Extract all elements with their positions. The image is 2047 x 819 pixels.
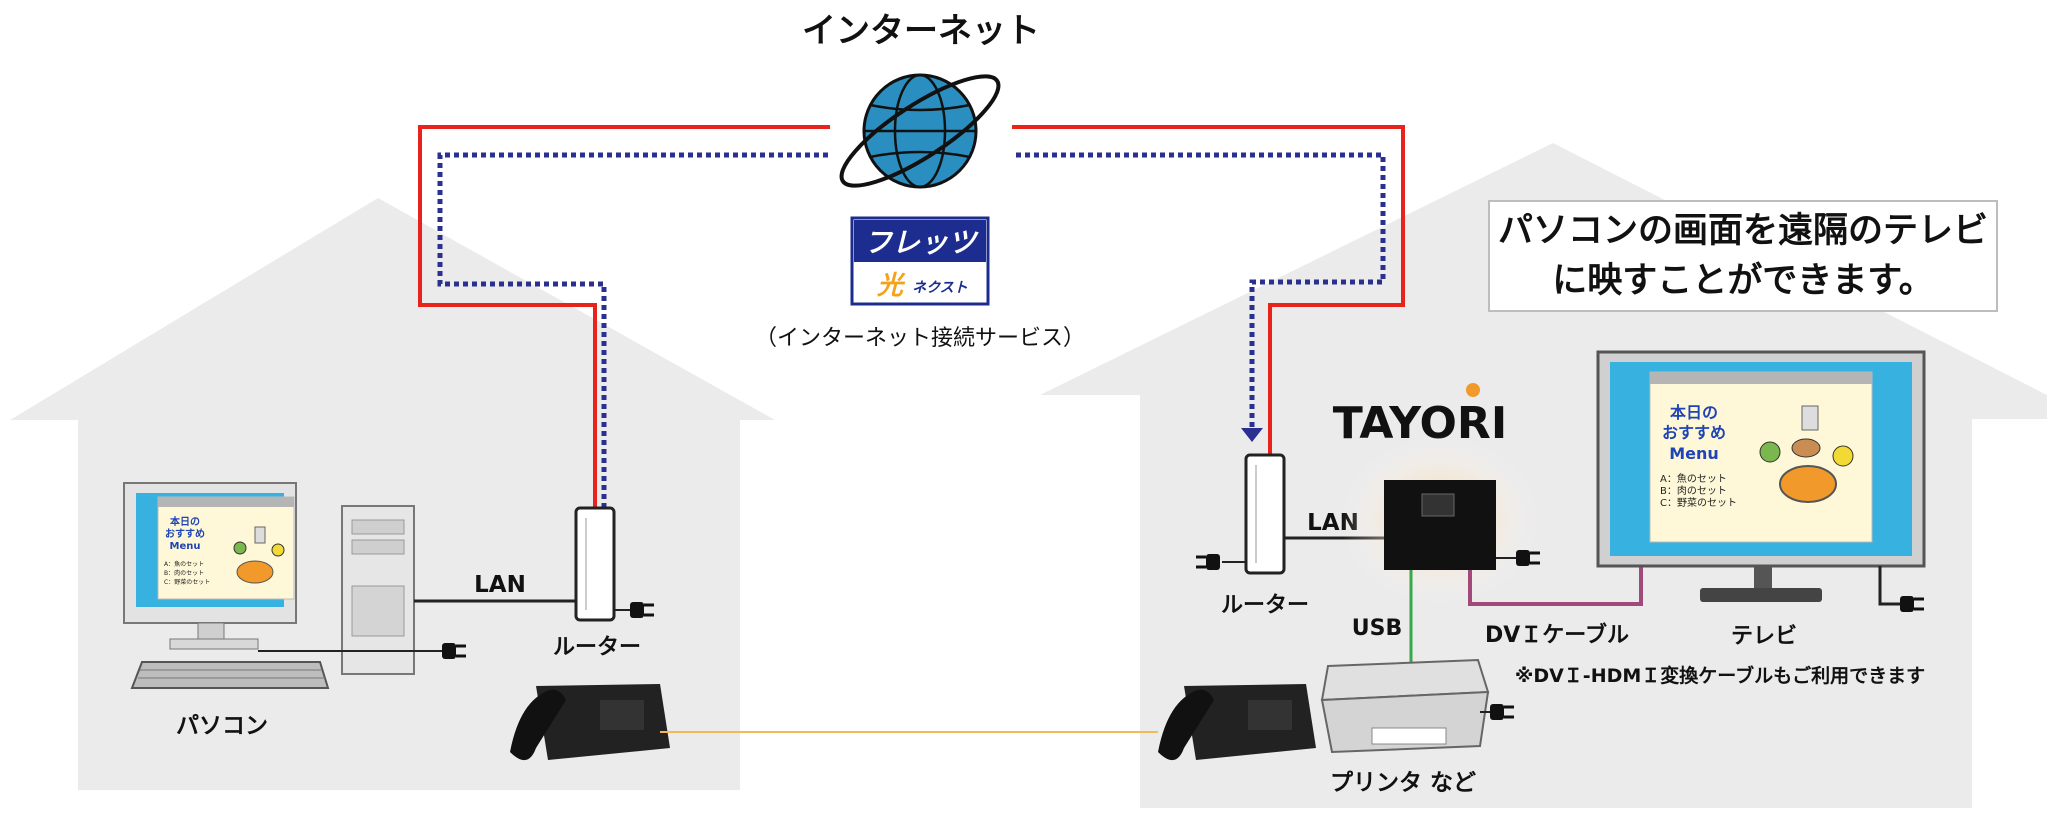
flets-logo-top: フレッツ — [864, 226, 979, 259]
conversion-note: ※DVＩ-HDMＩ変換ケーブルもご利用できます — [1515, 664, 1925, 687]
service-caption: （インターネット接続サービス） — [755, 326, 1085, 351]
power-plug-icon — [1490, 704, 1514, 720]
tv-screen-line2: おすすめ — [1662, 423, 1726, 442]
power-plug-icon — [630, 602, 654, 618]
flets-logo-bottom-main: 光 — [876, 271, 906, 301]
lan-label-left: LAN — [474, 572, 526, 598]
left-screen-item2: B：肉のセット — [164, 569, 204, 577]
power-plug-icon — [442, 643, 466, 659]
left-screen-item1: A：魚のセット — [164, 560, 204, 568]
printer-icon — [1320, 658, 1490, 754]
phone-icon — [510, 684, 670, 761]
left-screen-item3: C：野菜のセット — [164, 578, 210, 586]
pc-label: パソコン — [176, 713, 268, 739]
router-label-right: ルーター — [1221, 593, 1309, 618]
router-left — [574, 506, 616, 622]
callout-line2: に映すことができます。 — [1552, 261, 1934, 301]
router-label-left: ルーター — [553, 635, 641, 660]
phone-icon — [1158, 684, 1316, 761]
dotted-line-left — [437, 152, 828, 508]
tayori-device — [1384, 480, 1496, 570]
internet-title: インターネット — [802, 11, 1040, 51]
pc-tower — [341, 505, 415, 675]
tv-screen-item1: A：魚のセット — [1660, 472, 1727, 485]
dvi-cable — [1468, 566, 1643, 606]
left-screen-line2: おすすめ — [165, 528, 205, 540]
tayori-flame-icon — [1466, 383, 1480, 397]
red-line-right — [1012, 125, 1405, 455]
left-screen-line1: 本日の — [170, 515, 200, 528]
dotted-line-right — [1016, 152, 1386, 428]
flets-logo: フレッツ 光 ネクスト — [850, 216, 990, 306]
power-plug-icon — [1900, 596, 1924, 612]
dvi-label: DVＩケーブル — [1485, 622, 1629, 648]
tv-label: テレビ — [1731, 624, 1797, 649]
tv: 本日の おすすめ Menu A：魚のセット B：肉のセット C：野菜のセット — [1596, 350, 1926, 602]
printer-label: プリンタ など — [1330, 770, 1476, 796]
callout-line1: パソコンの画面を遠隔のテレビ — [1497, 211, 1988, 251]
router-right — [1244, 453, 1286, 575]
tv-screen-item3: C：野菜のセット — [1660, 497, 1737, 509]
power-plug-icon — [1196, 554, 1220, 570]
usb-label: USB — [1352, 616, 1402, 641]
tv-screen-line1: 本日の — [1670, 403, 1718, 422]
tv-screen-item2: B：肉のセット — [1660, 484, 1727, 497]
flets-logo-bottom-sub: ネクスト — [912, 280, 968, 296]
power-plug-icon — [1516, 550, 1540, 566]
tv-screen-line3: Menu — [1669, 444, 1719, 463]
red-line-left — [418, 125, 830, 508]
globe-icon — [830, 64, 1010, 194]
callout-box: パソコンの画面を遠隔のテレビ に映すことができます。 — [1488, 200, 1998, 312]
left-screen-line3: Menu — [170, 541, 201, 552]
arrowhead — [1241, 428, 1263, 442]
keyboard-icon — [130, 661, 330, 689]
pc-monitor: 本日の おすすめ Menu A：魚のセット B：肉のセット C：野菜のセット — [123, 482, 297, 650]
